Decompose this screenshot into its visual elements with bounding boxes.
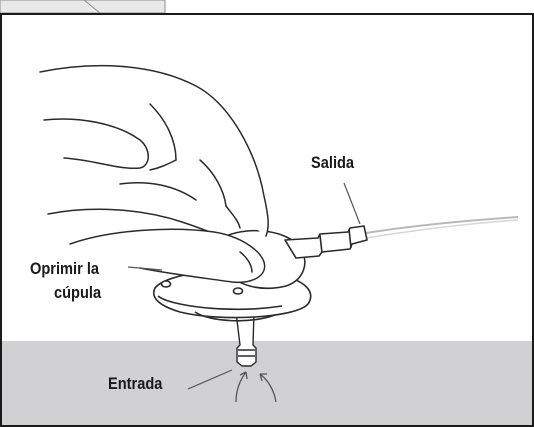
press-dome-label-line2: cúpula bbox=[54, 283, 101, 303]
inlet-label: Entrada bbox=[108, 374, 162, 394]
floor-surface bbox=[2, 341, 532, 425]
top-tab-strip bbox=[0, 0, 534, 14]
outlet-leader-line bbox=[344, 183, 360, 224]
outlet-tubing bbox=[366, 217, 518, 233]
outlet-label: Salida bbox=[311, 153, 354, 173]
press-dome-label-line1: Oprimir la bbox=[30, 259, 99, 279]
hand-illustration bbox=[40, 66, 268, 283]
